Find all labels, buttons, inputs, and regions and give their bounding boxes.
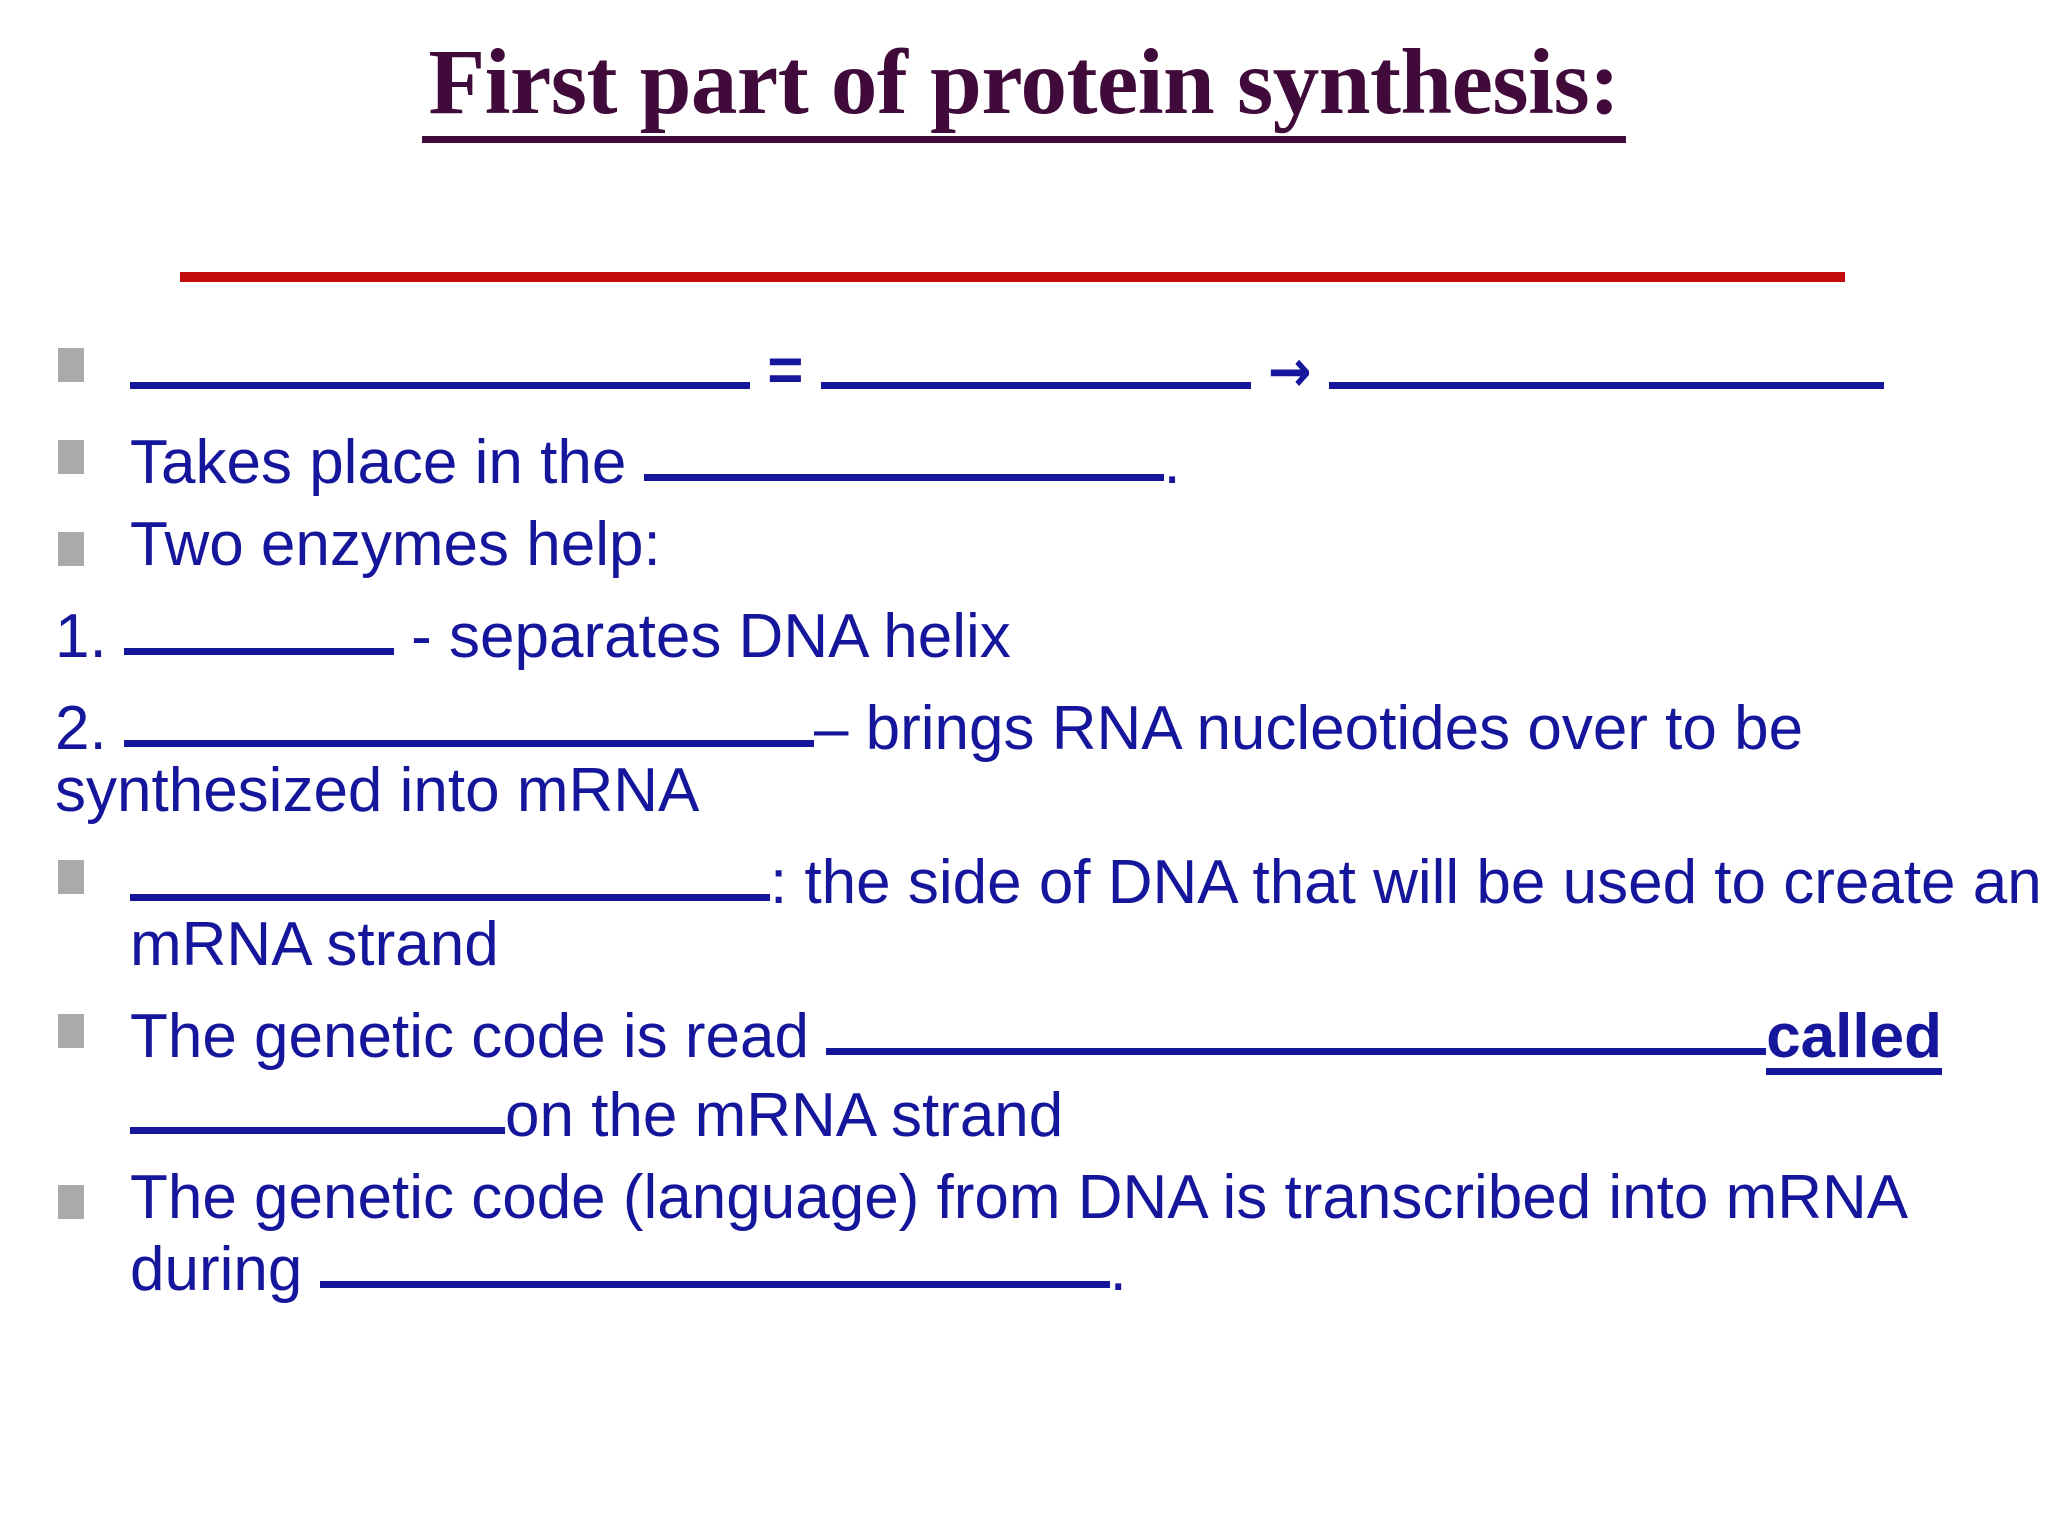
blank-field-location[interactable] xyxy=(643,422,1164,481)
enzyme-2-description: – brings RNA nucleotides over to be synt… xyxy=(55,694,1804,825)
template-strand-description: : the side of DNA that will be used to c… xyxy=(130,848,2042,979)
blank-field-reactant[interactable] xyxy=(130,330,750,389)
bullet-line-template-strand: : the side of DNA that will be used to c… xyxy=(0,842,2048,976)
blank-field-read-direction[interactable] xyxy=(826,996,1767,1055)
enzyme-1-description: - separates DNA helix xyxy=(393,602,1011,671)
numbered-line-enzyme-2: 2. – brings RNA nucleotides over to be s… xyxy=(0,688,2048,822)
square-bullet-icon xyxy=(58,532,84,566)
takes-place-text: Takes place in the xyxy=(130,428,644,497)
called-bold-word: called xyxy=(1766,1006,1942,1075)
slide-body: = → Takes place in the . Two enzymes hel… xyxy=(0,330,2048,1321)
square-bullet-icon xyxy=(58,348,84,382)
blank-field-enzyme-2[interactable] xyxy=(123,688,814,747)
numbered-line-enzyme-1: 1. - separates DNA helix xyxy=(0,596,2048,668)
square-bullet-icon xyxy=(58,1185,84,1219)
blank-field-template-strand[interactable] xyxy=(130,842,770,901)
on-mrna-strand-text: on the mRNA strand xyxy=(505,1081,1064,1150)
blank-field-product[interactable] xyxy=(1328,330,1884,389)
title-container: First part of protein synthesis: xyxy=(0,34,2048,143)
blank-field-codon[interactable] xyxy=(130,1075,505,1134)
blank-field-enzyme-1[interactable] xyxy=(123,596,394,655)
bullet-line-takes-place: Takes place in the . xyxy=(0,422,2048,494)
enzyme-1-number: 1. xyxy=(55,602,124,671)
transcription-period: . xyxy=(1109,1235,1127,1304)
right-arrow-icon: → xyxy=(1267,337,1312,405)
square-bullet-icon xyxy=(58,1014,84,1048)
genetic-code-read-text: The genetic code is read xyxy=(130,1002,827,1071)
bullet-line-transcription: The genetic code (language) from DNA is … xyxy=(0,1167,2048,1301)
enzyme-2-number: 2. xyxy=(55,694,124,763)
two-enzymes-text: Two enzymes help: xyxy=(130,510,661,579)
bullet-line-two-enzymes: Two enzymes help: xyxy=(0,514,2048,576)
page-title: First part of protein synthesis: xyxy=(422,34,1626,143)
blank-field-middle[interactable] xyxy=(820,330,1251,389)
bullet-line-equation: = → xyxy=(0,330,2048,402)
equals-sign: = xyxy=(767,336,804,405)
bullet-line-genetic-code-read: The genetic code is read called on the mR… xyxy=(0,996,2048,1147)
square-bullet-icon xyxy=(58,860,84,894)
transcription-text: The genetic code (language) from DNA is … xyxy=(130,1163,1905,1304)
blank-field-transcription[interactable] xyxy=(319,1229,1110,1288)
red-horizontal-rule xyxy=(180,272,1845,282)
square-bullet-icon xyxy=(58,440,84,474)
takes-place-period: . xyxy=(1163,428,1181,497)
